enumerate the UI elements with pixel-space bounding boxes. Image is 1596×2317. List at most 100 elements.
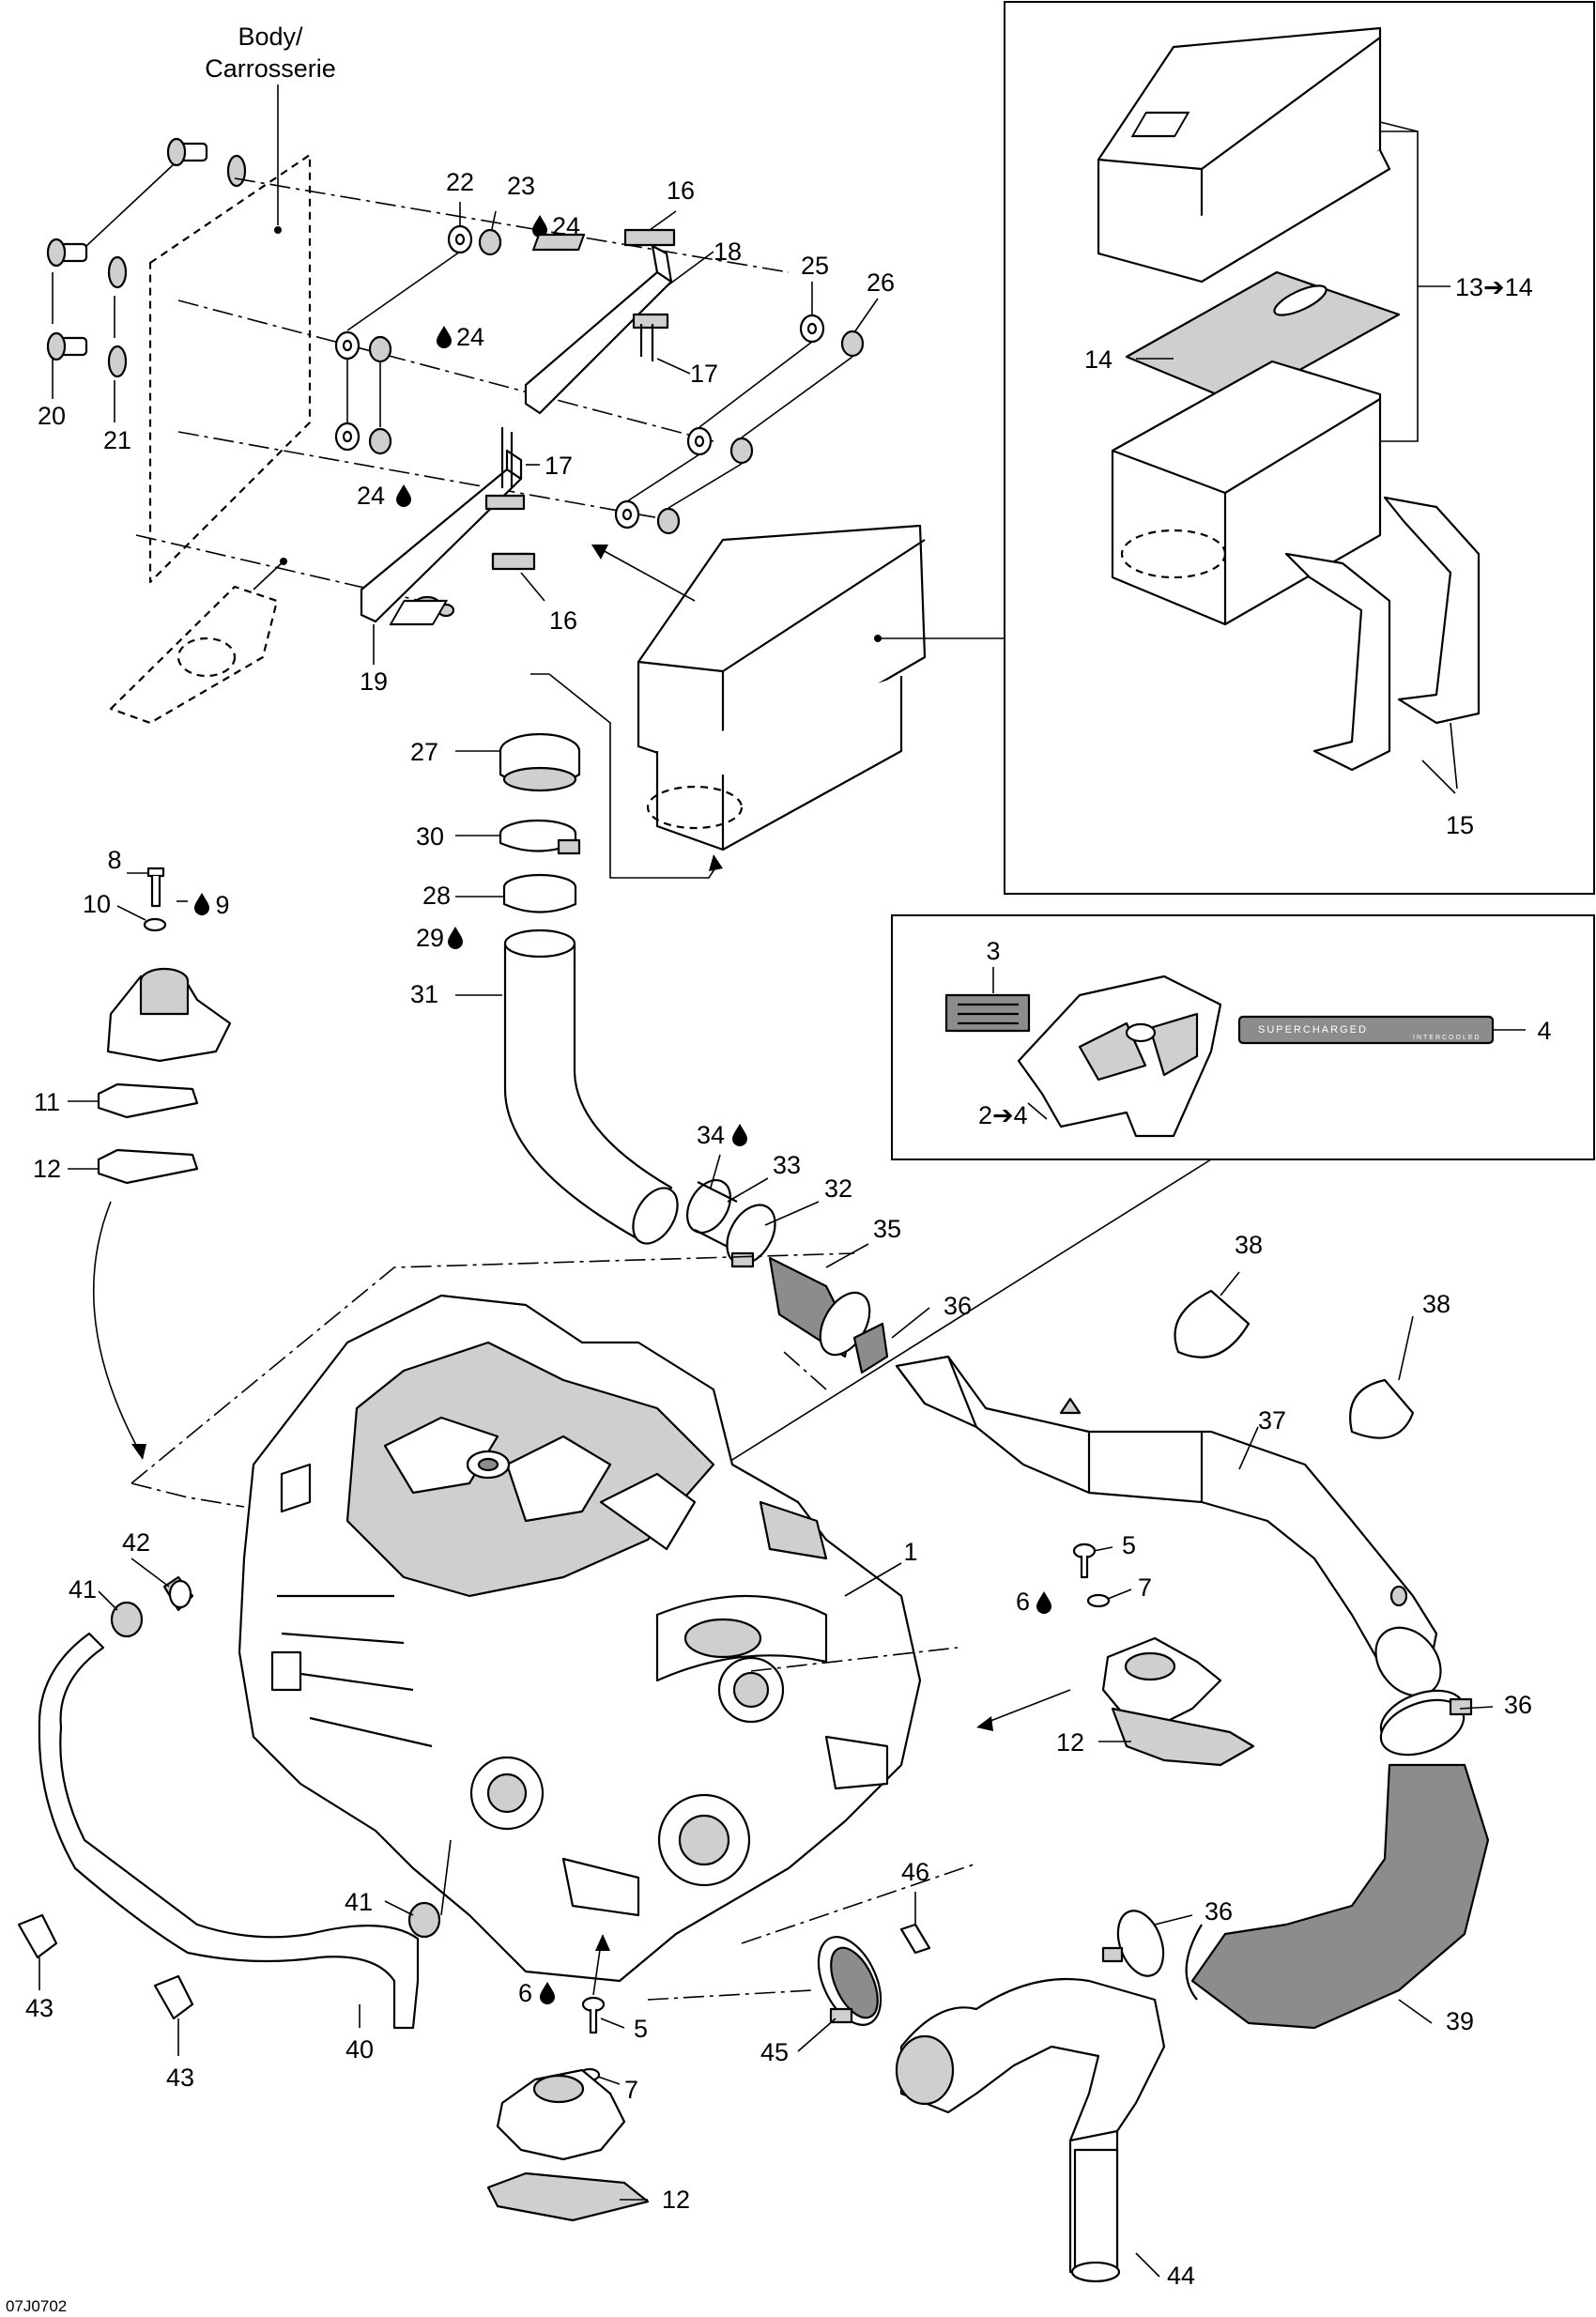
callout-12a: 12	[1056, 1728, 1084, 1757]
callout-12c: 12	[662, 2186, 690, 2214]
duct-44	[895, 1977, 1166, 2283]
callout-46: 46	[901, 1858, 929, 1886]
callout-19: 19	[360, 667, 388, 696]
callout-15: 15	[1446, 811, 1474, 839]
callout-39: 39	[1446, 2007, 1474, 2035]
ring-28	[502, 873, 577, 913]
callout-41a: 41	[69, 1575, 97, 1603]
clamp-30	[499, 819, 581, 855]
callout-4: 4	[1537, 1017, 1551, 1045]
airbox-assembly	[389, 524, 927, 852]
hose-40	[38, 1632, 420, 2030]
clamp-41-lower	[407, 1901, 441, 1939]
callout-31: 31	[410, 980, 438, 1008]
ring-33	[685, 1179, 738, 1248]
callout-9: 9	[215, 891, 229, 919]
mount-bottom	[496, 2068, 626, 2161]
callout-1: 1	[903, 1538, 917, 1566]
callout-26: 26	[867, 269, 895, 297]
callout-25: 25	[801, 252, 829, 280]
hose-39	[1185, 1763, 1490, 2030]
callout-35: 35	[873, 1215, 901, 1243]
callout-30: 30	[416, 822, 444, 851]
decal-3	[944, 993, 1031, 1033]
callout-7a: 7	[1138, 1573, 1152, 1602]
strap-15	[1284, 496, 1481, 772]
washer-7-right	[1086, 1593, 1111, 1608]
shim-12-bottom	[486, 2171, 650, 2222]
callout-5a: 5	[1122, 1531, 1136, 1559]
screw-5-bottom	[581, 1996, 606, 2034]
callout-17b: 17	[545, 452, 573, 480]
callout-38a: 38	[1235, 1231, 1263, 1259]
callout-41b: 41	[345, 1888, 373, 1916]
callout-5b: 5	[634, 2015, 648, 2043]
drop-icon	[1036, 1591, 1051, 1614]
figure-code: 07J0702	[6, 2297, 67, 2315]
fitting-42	[162, 1575, 194, 1612]
drop-icon	[732, 1124, 747, 1146]
screw-20	[46, 137, 208, 361]
callout-14: 14	[1084, 345, 1113, 374]
clamp-36b	[1379, 1689, 1473, 1757]
callout-7b: 7	[624, 2076, 638, 2104]
body-panel	[109, 153, 312, 725]
boot-27	[499, 732, 581, 792]
drop-icon	[540, 1982, 555, 2004]
duct-37	[895, 1355, 1442, 1697]
callout-28: 28	[422, 882, 451, 910]
screw-5-right	[1072, 1542, 1097, 1579]
screw-8	[146, 867, 165, 908]
callout-29: 29	[416, 924, 444, 952]
callout-36b: 36	[1504, 1691, 1532, 1719]
rivet-17-lower	[500, 427, 514, 488]
clamp-45	[817, 1936, 882, 2026]
nut-23	[368, 228, 502, 455]
bracket-18	[524, 233, 673, 415]
shim-11	[97, 1082, 199, 1119]
rivet-17-upper	[639, 324, 654, 361]
callout-43a: 43	[25, 1994, 54, 2022]
drop-icon	[396, 484, 411, 507]
callout-10: 10	[83, 890, 111, 918]
clip-43	[17, 1913, 194, 2020]
airbox-detail-frame	[1004, 1, 1595, 895]
callout-3: 3	[986, 937, 1000, 965]
clip-16-upper	[623, 228, 676, 247]
lock-washer-21	[107, 154, 247, 378]
drop-icon	[194, 893, 209, 915]
callout-6b: 6	[518, 1979, 532, 2007]
callout-21: 21	[103, 426, 131, 454]
washer-10	[143, 917, 167, 932]
engine-1	[238, 1294, 922, 1983]
callout-36a: 36	[944, 1292, 972, 1320]
washer-22	[334, 224, 473, 452]
callout-27: 27	[410, 738, 438, 766]
callout-24c: 24	[357, 482, 385, 510]
callout-42: 42	[122, 1528, 150, 1557]
clip-16-lower	[491, 552, 536, 571]
callout-20: 20	[38, 402, 66, 430]
callout-17a: 17	[690, 360, 718, 388]
callout-36c: 36	[1205, 1897, 1233, 1926]
hose-31	[503, 928, 679, 1245]
bracket-19	[360, 449, 532, 623]
gasket-14	[1125, 270, 1401, 406]
callout-34: 34	[697, 1121, 725, 1149]
callout-33: 33	[773, 1151, 801, 1179]
callout-37: 37	[1258, 1406, 1286, 1435]
callout-12b: 12	[33, 1155, 61, 1183]
callout-8: 8	[107, 846, 121, 874]
engine-cover-2	[1017, 974, 1222, 1138]
callout-45: 45	[760, 2038, 789, 2066]
body-label-line1: Body/	[238, 23, 303, 51]
engine-cover-detail-frame	[891, 914, 1595, 1160]
callout-13: 13➔14	[1455, 273, 1533, 301]
nut-26	[656, 330, 865, 535]
body-label-line2: Carrosserie	[205, 54, 336, 83]
mount-right	[1101, 1636, 1255, 1767]
clip-38	[1174, 1289, 1415, 1439]
shim-12-left	[97, 1148, 199, 1185]
callout-38b: 38	[1422, 1290, 1450, 1318]
callout-43b: 43	[166, 2064, 194, 2092]
